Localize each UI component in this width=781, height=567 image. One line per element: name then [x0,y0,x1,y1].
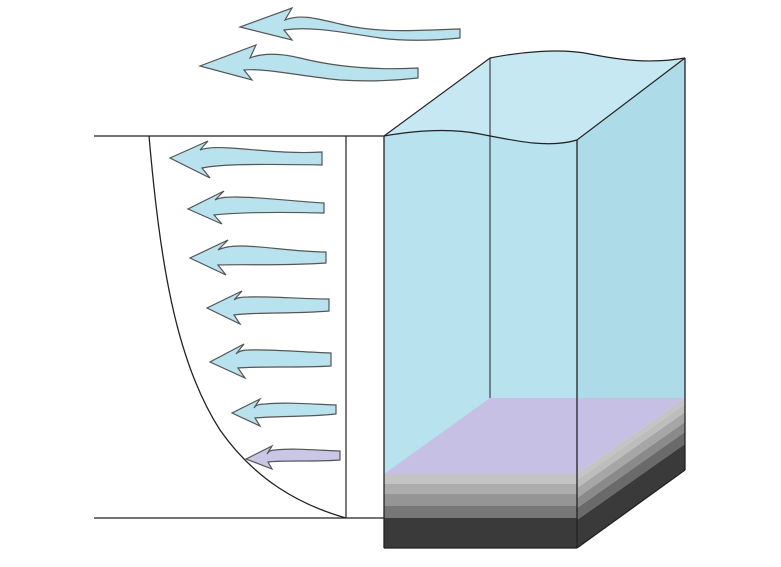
current-arrow-1 [168,140,323,179]
sediment-side-2 [577,412,685,498]
water-front-face [384,130,577,474]
sediment-side-4 [577,432,685,520]
sediment-side-1 [577,404,685,488]
sediment-side-3 [577,422,685,508]
sediment-layer-3 [384,494,577,506]
water-column [383,50,686,549]
seabed-right-top [577,398,685,480]
water-side-face [577,58,685,474]
sediment-layer-2 [384,484,577,494]
current-arrows [168,140,341,471]
sediment-layer-1 [384,474,577,484]
current-arrow-4 [205,290,330,326]
sediment-layer-4 [384,506,577,518]
current-arrow-2 [186,190,325,225]
current-arrow-3 [188,239,327,276]
wind-arrows [198,6,461,82]
sediment-side-5 [577,444,685,548]
edge-bottom-side [576,469,686,549]
current-arrow-6 [230,397,337,428]
current-arrow-7 [244,444,341,471]
velocity-profile [94,135,384,519]
wind-arrow-lower [198,43,419,82]
wind-arrow-upper [237,6,461,42]
current-arrow-5 [208,343,332,380]
seabed-top [384,398,685,474]
velocity-curve [148,135,347,519]
sediment-layer-5 [384,518,577,548]
